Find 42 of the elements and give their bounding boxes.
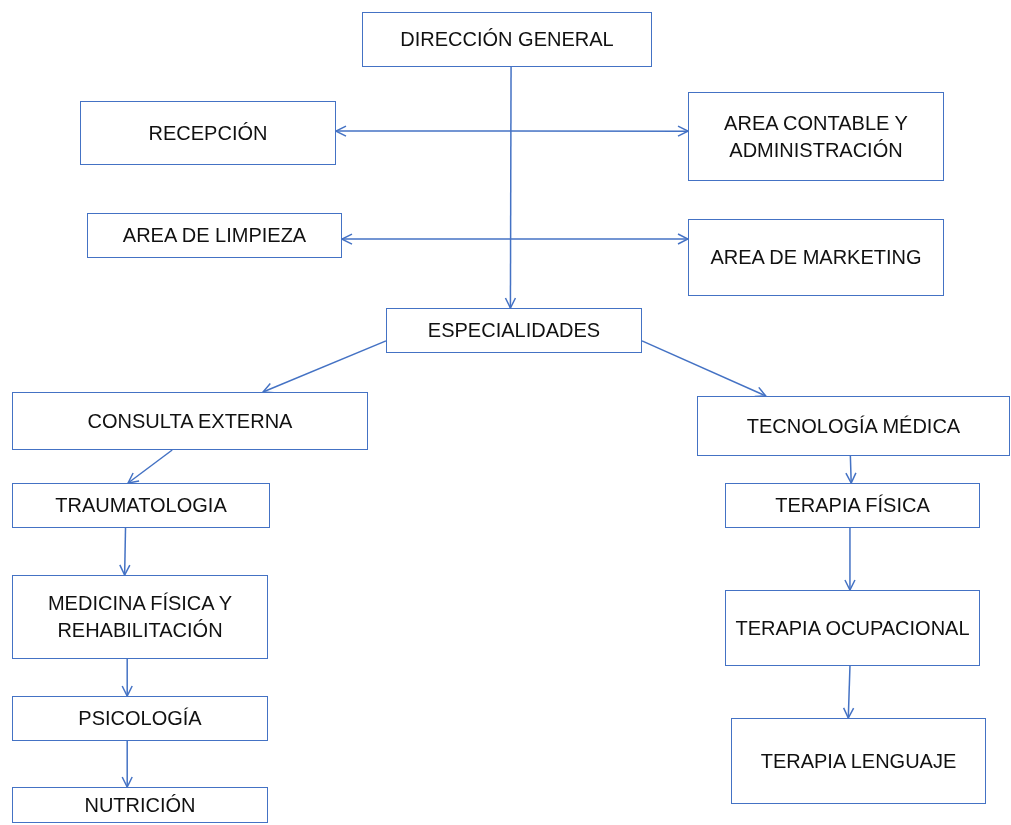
- box-label: TERAPIA FÍSICA: [775, 493, 930, 518]
- arrow: [844, 527, 856, 591]
- box-label: CONSULTA EXTERNA: [87, 408, 293, 434]
- arrow: [121, 740, 133, 788]
- box-label: PSICOLOGÍA: [78, 706, 202, 731]
- org-box: [87, 213, 342, 258]
- org-box: [688, 219, 944, 296]
- org-box: [80, 101, 336, 165]
- org-box: [697, 396, 1010, 456]
- org-box: [12, 787, 268, 823]
- org-box: [688, 92, 944, 181]
- arrow: [341, 233, 689, 245]
- org-box: [725, 483, 980, 528]
- box-label: TERAPIA OCUPACIONAL: [735, 615, 970, 641]
- box-label: TERAPIA LENGUAJE: [760, 748, 957, 774]
- box-label: AREA CONTABLE Y ADMINISTRACIÓN: [723, 110, 909, 163]
- arrow: [335, 125, 689, 137]
- box-label: DIRECCIÓN GENERAL: [400, 27, 614, 52]
- org-box: [725, 590, 980, 666]
- arrow: [641, 340, 767, 398]
- arrow: [121, 658, 133, 697]
- box-label: AREA DE MARKETING: [710, 245, 922, 270]
- box-label: TRAUMATOLOGIA: [55, 493, 227, 518]
- org-box: [386, 308, 642, 353]
- org-box: [731, 718, 986, 804]
- box-label: RECEPCIÓN: [148, 120, 268, 146]
- arrow: [262, 340, 387, 394]
- arrow: [845, 455, 857, 484]
- box-label: MEDICINA FÍSICA Y REHABILITACIÓN: [46, 591, 234, 643]
- org-box: [12, 575, 268, 659]
- arrow: [504, 66, 517, 309]
- org-box: [12, 696, 268, 741]
- box-label: TECNOLOGÍA MÉDICA: [746, 413, 961, 439]
- box-label: ESPECIALIDADES: [427, 318, 601, 343]
- org-box: [362, 12, 652, 67]
- arrow: [127, 449, 173, 484]
- arrow: [842, 665, 855, 719]
- box-label: NUTRICIÓN: [84, 792, 196, 818]
- org-box: [12, 392, 368, 450]
- arrow: [119, 527, 131, 576]
- box-label: AREA DE LIMPIEZA: [122, 223, 307, 248]
- org-box: [12, 483, 270, 528]
